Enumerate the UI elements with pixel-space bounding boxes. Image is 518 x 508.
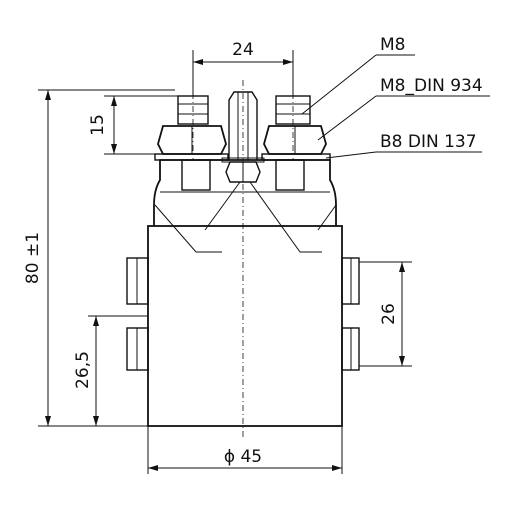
callout-m8: M8 [301, 35, 415, 115]
dimension-26-label: 26 [379, 303, 399, 325]
callout-b8-din137: B8 DIN 137 [325, 132, 482, 159]
callout-m8-din934: M8_DIN 934 [317, 76, 490, 141]
terminal-left [154, 95, 229, 191]
terminal-right [261, 95, 331, 191]
mounting-tabs-right [341, 257, 360, 371]
dimension-24-label: 24 [232, 40, 254, 60]
mounting-tabs-left [126, 257, 149, 371]
dimension-26: 26 [359, 261, 412, 367]
callout-m8-label: M8 [380, 35, 405, 55]
main-cylinder [147, 225, 343, 427]
dimension-26-5-label: 26,5 [73, 351, 93, 389]
dimension-80-label: 80 ±1 [23, 232, 43, 284]
callout-m8-din934-label: M8_DIN 934 [380, 76, 483, 96]
dimension-24: 24 [192, 40, 294, 96]
dimension-diameter-45-label: ϕ 45 [224, 447, 262, 467]
dimension-26-5: 26,5 [73, 315, 148, 426]
dimension-80: 80 ±1 [23, 89, 175, 427]
center-lines [192, 80, 294, 440]
top-cap [153, 159, 337, 226]
dimension-diameter-45: ϕ 45 [147, 426, 343, 474]
solenoid-body [147, 159, 343, 427]
callout-b8-din137-label: B8 DIN 137 [380, 132, 477, 152]
dimension-15: 15 [88, 95, 178, 155]
dimension-15-label: 15 [88, 114, 108, 136]
